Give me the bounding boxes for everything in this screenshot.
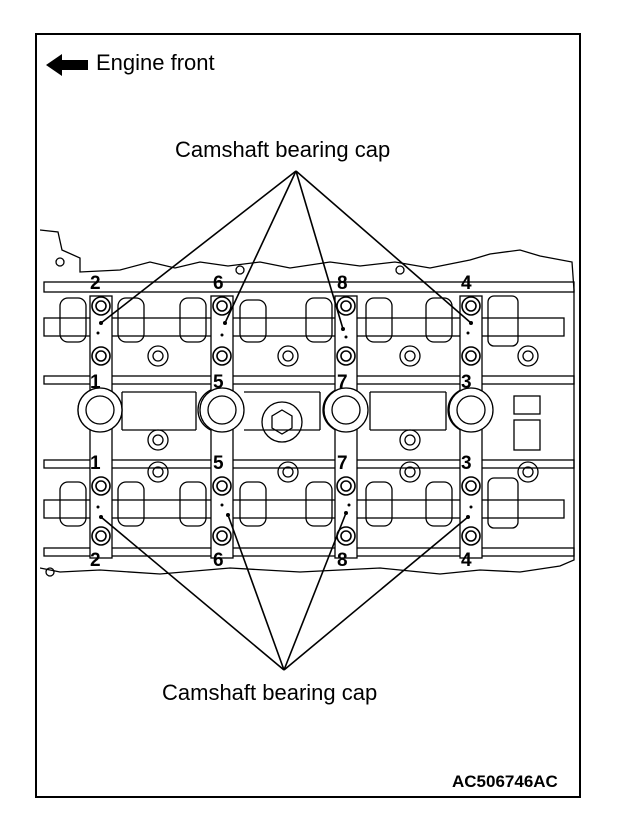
top-leader-2 [224, 170, 297, 324]
bolt-number: 5 [213, 453, 224, 474]
bolt-head [340, 300, 352, 312]
bolt-head [95, 350, 107, 362]
bottom-leader-3 [283, 512, 347, 671]
bottom-leader-4 [283, 516, 469, 671]
engine-front-label: Engine front [96, 50, 215, 75]
left-arrow-icon [46, 54, 88, 76]
bolt-head [216, 530, 228, 542]
bolt-head [465, 300, 477, 312]
bolt-number: 6 [213, 273, 224, 294]
figure-code: AC506746AC [452, 772, 558, 791]
bolt-number: 1 [90, 453, 101, 474]
bolt-number: 7 [337, 372, 348, 393]
bolt-number: 1 [90, 372, 101, 393]
lower-camshaft [43, 499, 565, 519]
bolt-number: 8 [337, 273, 348, 294]
bolt-head [340, 350, 352, 362]
bolt-head [465, 480, 477, 492]
bolt-number: 7 [337, 453, 348, 474]
bolt-head [95, 480, 107, 492]
bolt-number: 2 [90, 550, 101, 571]
cylinder-head-outline [40, 229, 575, 575]
upper-camshaft [43, 317, 565, 337]
bolt-head [465, 530, 477, 542]
bolt-head [465, 350, 477, 362]
bolt-head [340, 530, 352, 542]
bolt-number: 4 [461, 550, 472, 571]
bolt-head [216, 480, 228, 492]
bolt-number: 8 [337, 550, 348, 571]
bolt-number: 5 [213, 372, 224, 393]
top-camshaft-bearing-cap-label: Camshaft bearing cap [175, 137, 391, 162]
bottom-leader-2 [227, 514, 285, 671]
bolt-number: 3 [461, 453, 472, 474]
bottom-camshaft-bearing-cap-label: Camshaft bearing cap [162, 680, 378, 705]
bolt-head [340, 480, 352, 492]
bolt-head [95, 530, 107, 542]
top-leader-3 [295, 170, 344, 330]
bolt-number: 2 [90, 273, 101, 294]
bolt-head [216, 300, 228, 312]
bolt-number: 6 [213, 550, 224, 571]
bolt-number: 3 [461, 372, 472, 393]
bolt-number: 4 [461, 273, 472, 294]
top-leader-1 [100, 170, 297, 324]
bottom-leader-1 [100, 516, 285, 671]
bolt-head [95, 300, 107, 312]
bolt-head [216, 350, 228, 362]
figure-frame [35, 33, 581, 798]
top-leader-4 [295, 170, 472, 324]
